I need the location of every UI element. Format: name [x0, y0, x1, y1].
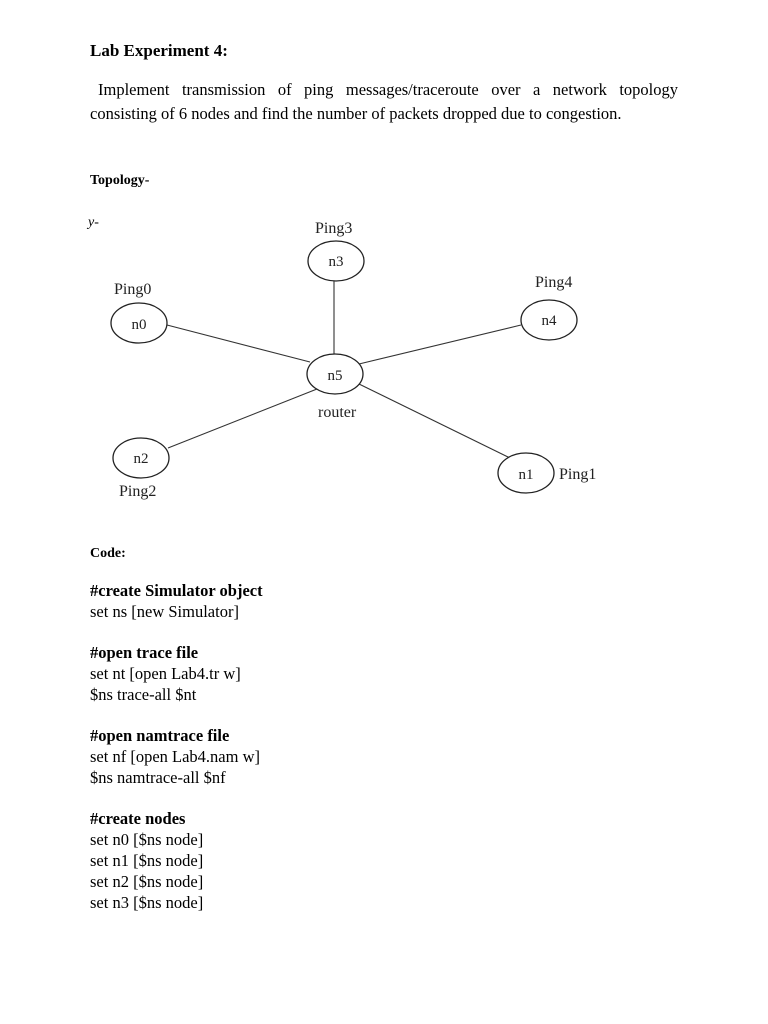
node-n4: [520, 299, 578, 341]
code-line: $ns namtrace-all $nf: [90, 768, 226, 787]
code-line: set nf [open Lab4.nam w]: [90, 747, 260, 766]
node-n2: [112, 437, 170, 479]
node-n3: [307, 240, 365, 282]
node-n1-label: n1: [519, 467, 534, 483]
node-n5: [306, 353, 364, 395]
link-n2-n5: [167, 388, 318, 449]
ping2-label: Ping2: [119, 483, 156, 500]
node-n0-label: n0: [132, 317, 147, 333]
code-line: set n0 [$ns node]: [90, 830, 204, 849]
ping3-label: Ping3: [315, 220, 352, 237]
node-n5-label: n5: [328, 368, 343, 384]
link-n0-n5: [166, 324, 311, 363]
code-line: set n3 [$ns node]: [90, 893, 204, 912]
page-title: Lab Experiment 4:: [90, 41, 228, 60]
ping0-label: Ping0: [114, 281, 151, 298]
ping4-label: Ping4: [535, 274, 572, 291]
node-n0: [110, 302, 168, 344]
code-block: #open trace file set nt [open Lab4.tr w]…: [90, 642, 263, 705]
code-line: $ns trace-all $nt: [90, 685, 197, 704]
link-n4-n5: [358, 324, 522, 365]
node-n4-label: n4: [542, 313, 558, 329]
code-block: #open namtrace file set nf [open Lab4.na…: [90, 725, 263, 788]
router-label: router: [318, 404, 357, 421]
topology-heading: Topology-: [90, 173, 150, 188]
code-line: set nt [open Lab4.tr w]: [90, 664, 241, 683]
node-n3-label: n3: [329, 254, 344, 270]
code-block: #create Simulator object set ns [new Sim…: [90, 580, 263, 622]
intro-paragraph: Implement transmission of ping messages/…: [90, 80, 678, 123]
node-n1: [497, 452, 555, 494]
code-comment: #create Simulator object: [90, 581, 263, 600]
code-heading: Code:: [90, 546, 126, 561]
node-n2-label: n2: [134, 451, 149, 467]
code-block: #create nodes set n0 [$ns node] set n1 […: [90, 808, 263, 913]
code-comment: #open namtrace file: [90, 726, 230, 745]
code-line: set n2 [$ns node]: [90, 872, 204, 891]
code-comment: #open trace file: [90, 643, 199, 662]
ping1-label: Ping1: [559, 466, 596, 483]
link-n1-n5: [358, 383, 511, 459]
code-line: set ns [new Simulator]: [90, 602, 239, 621]
code-listing: #create Simulator object set ns [new Sim…: [90, 580, 263, 933]
network-topology-diagram: n3 n0 n4 n5 n2 n1 Ping3 Ping0 Ping4 rout…: [110, 220, 596, 500]
scan-artifact-text: y-: [88, 215, 99, 230]
code-comment: #create nodes: [90, 809, 186, 828]
code-line: set n1 [$ns node]: [90, 851, 204, 870]
